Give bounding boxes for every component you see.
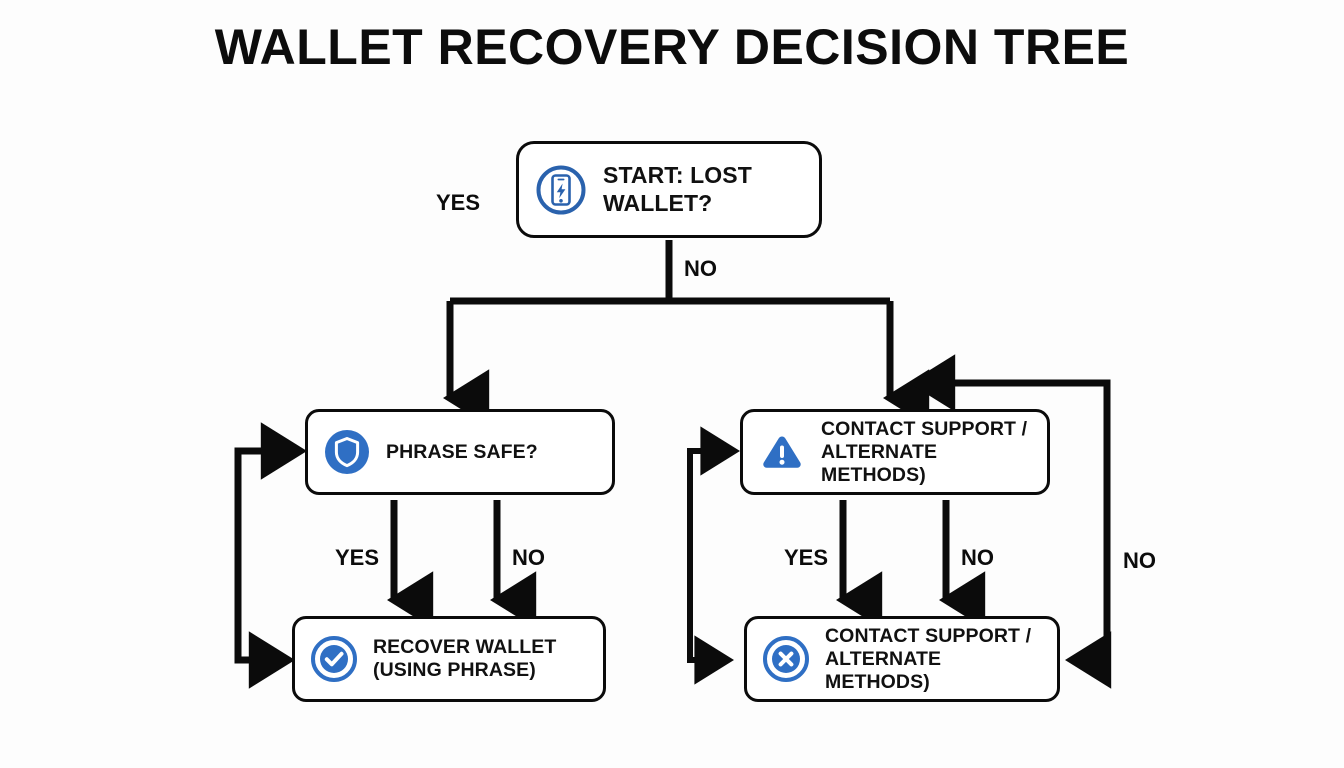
node-contact-mid[interactable]: CONTACT SUPPORT / ALTERNATE METHODS) (740, 409, 1050, 495)
node-contact-mid-label: CONTACT SUPPORT / ALTERNATE METHODS) (821, 417, 1028, 486)
page-title: WALLET RECOVERY DECISION TREE (214, 19, 1130, 75)
edge-label-start-no: NO (684, 256, 717, 281)
phone-lightning-icon (536, 165, 586, 214)
node-phrase-safe[interactable]: PHRASE SAFE? (305, 409, 615, 495)
shield-icon (325, 430, 369, 474)
node-start-label: START: LOST WALLET? (603, 162, 752, 216)
node-contact-bottom[interactable]: CONTACT SUPPORT / ALTERNATE METHODS) (744, 616, 1060, 702)
edge-label-start-yes: YES (436, 190, 481, 215)
edge-label-loop-no: NO (1123, 548, 1156, 573)
warning-triangle-icon (763, 436, 801, 468)
node-start[interactable]: START: LOST WALLET? (516, 141, 822, 238)
x-circle-icon (763, 636, 809, 682)
node-recover-label: RECOVER WALLET (USING PHRASE) (373, 636, 557, 681)
edge-label-right-yes: YES (784, 545, 829, 570)
connector-left-loop (234, 447, 286, 664)
edge-label-left-no: NO (512, 545, 545, 570)
node-phrase-safe-label: PHRASE SAFE? (386, 440, 538, 463)
edge-label-right-no: NO (961, 545, 994, 570)
check-circle-icon (311, 636, 357, 682)
node-recover[interactable]: RECOVER WALLET (USING PHRASE) (292, 616, 606, 702)
node-contact-bottom-label: CONTACT SUPPORT / ALTERNATE METHODS) (825, 624, 1032, 693)
edge-label-left-yes: YES (335, 545, 380, 570)
connector-right-loop (687, 448, 724, 663)
